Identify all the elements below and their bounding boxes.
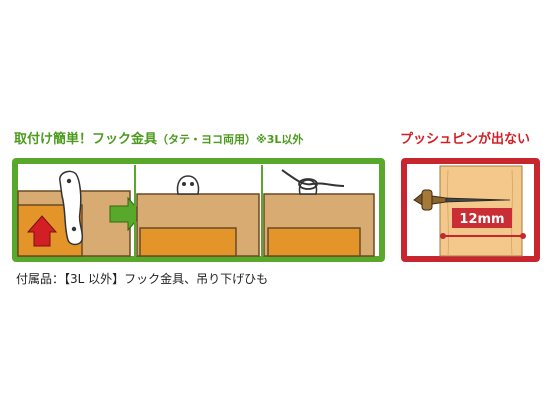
measure-label: 12mm <box>459 212 504 227</box>
up-arrow-icon <box>26 215 58 247</box>
step1-illustration <box>17 170 131 257</box>
pushpin-heading: プッシュピンが出ない <box>400 132 531 147</box>
pushpin-icon <box>413 189 511 211</box>
hook-heading-sub: （タテ・ヨコ両用）※3L以外 <box>157 133 304 146</box>
hook-front-icon <box>176 175 200 195</box>
step3-illustration <box>263 169 375 257</box>
string-icon <box>281 169 345 187</box>
step2-illustration <box>136 175 260 257</box>
hook-heading: 取付け簡単！フック金具（タテ・ヨコ両用）※3L以外 <box>14 128 303 147</box>
hook-icon <box>59 170 84 246</box>
hook-heading-main: 取付け簡単！フック金具 <box>14 132 158 147</box>
accessories-caption: 付属品：【3L 以外】フック金具、吊り下げひも <box>16 272 269 286</box>
